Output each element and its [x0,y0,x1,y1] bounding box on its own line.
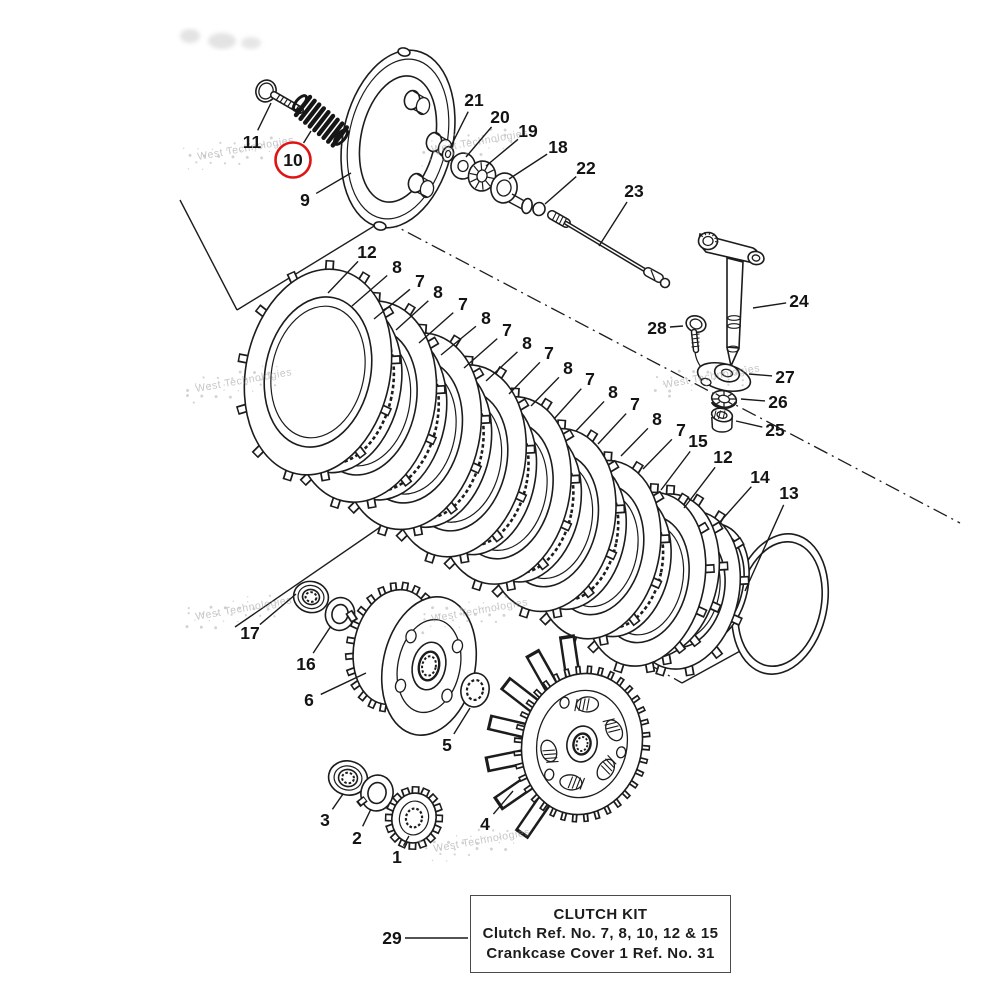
leader-line [327,260,359,294]
part-label: 21 [464,90,484,110]
leader-line [302,130,312,144]
part-label: 24 [789,291,809,311]
part-label: 8 [608,382,618,402]
leader-line [735,420,763,428]
clutch-kit-info-box: CLUTCH KIT Clutch Ref. No. 7, 8, 10, 12 … [470,895,731,973]
leader-line [418,312,454,344]
leader-line [744,504,785,592]
leader-line [597,413,627,445]
leader-line [485,351,518,382]
leader-line [449,111,469,149]
leader-line [463,338,498,369]
part-label: 8 [522,333,532,353]
part-label: 4 [480,814,490,834]
info-box-title: CLUTCH KIT [553,905,648,923]
part-label: 27 [775,367,794,387]
leader-line [257,102,272,131]
part-label: 6 [304,690,314,710]
leader-line [465,126,493,158]
part-label: 8 [433,282,443,302]
leader-line [620,427,649,457]
part-label: 2 [352,828,362,848]
leader-line [748,373,773,377]
part-label: 13 [779,483,799,503]
leader-line [373,288,411,320]
part-label: 12 [357,242,377,262]
leader-line [669,325,684,328]
leader-line [508,153,548,180]
part-label: 8 [481,308,491,328]
part-label: 7 [415,271,425,291]
part-label: 3 [320,810,330,830]
leader-line [530,376,560,407]
leader-line [320,672,367,696]
part-label: 19 [518,121,538,141]
leader-line [553,388,582,420]
leader-line [315,172,352,195]
leader-line [453,707,471,735]
part-label: 7 [544,343,554,363]
part-label: 16 [296,654,316,674]
part-label: 20 [490,107,510,127]
leader-line [642,438,673,470]
leader-line [575,400,605,432]
part-label: 23 [624,181,644,201]
part-label: 11 [243,132,262,152]
leader-line [544,176,577,205]
part-label: 8 [392,257,402,277]
leader-line [395,300,429,331]
part-label: 25 [765,420,785,440]
leader-line [362,808,372,827]
leader-line [718,486,752,524]
part-label: 18 [548,137,568,157]
part-label: 12 [713,447,733,467]
leader-line [331,793,344,810]
leader-line [740,398,766,402]
part-label: 9 [300,190,310,210]
highlight-circle [274,141,312,179]
part-label: 8 [652,409,662,429]
part-label: 10 [283,150,303,170]
leader-line [598,201,628,247]
part-label: 29 [382,928,402,948]
leader-line [351,274,388,307]
part-label: 7 [458,294,468,314]
part-label: 22 [576,158,596,178]
part-label: 7 [502,320,512,340]
part-label: 7 [585,369,595,389]
part-label: 14 [750,467,770,487]
info-box-line-2: Clutch Ref. No. 7, 8, 10, 12 & 15 [482,925,719,943]
part-label: 1 [392,847,402,867]
leader-line [402,835,410,847]
part-label: 15 [688,431,708,451]
part-label: 7 [630,394,640,414]
leader-line [492,790,514,815]
leader-line [259,593,297,626]
info-box-line-3: Crankcase Cover 1 Ref. No. 31 [486,944,715,962]
part-label: 5 [442,735,452,755]
leader-line [508,361,541,395]
leader-line [683,466,716,509]
part-label: 7 [676,420,686,440]
part-label: 8 [563,358,573,378]
leader-line [660,450,691,491]
leader-line [312,625,332,654]
leader-line [485,138,519,167]
part-label: 26 [768,392,788,412]
leader-line [440,325,477,356]
part-label: 17 [240,623,259,643]
part-label: 28 [647,318,667,338]
leader-line [752,302,787,309]
